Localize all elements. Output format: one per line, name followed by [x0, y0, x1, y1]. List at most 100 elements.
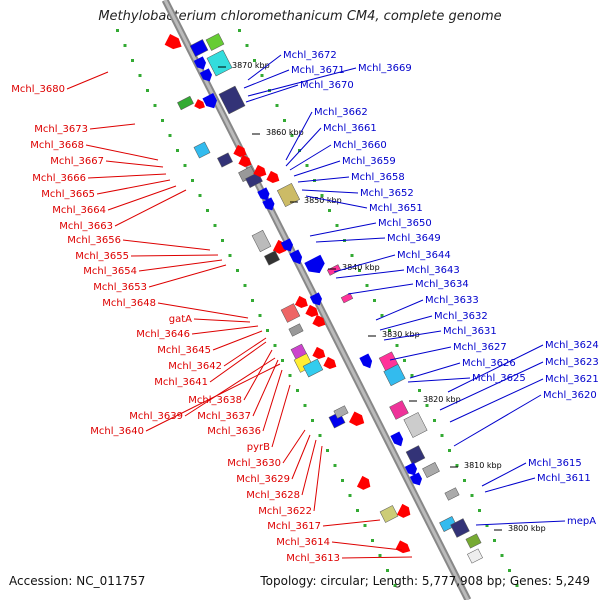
gene-label-plus[interactable]: Mchl_3643 [406, 265, 460, 276]
gene-arrow[interactable] [202, 93, 219, 111]
gene-label-minus[interactable]: Mchl_3668 [30, 140, 84, 151]
gene-label-minus[interactable]: Mchl_3663 [59, 221, 113, 232]
gene-arrow[interactable] [194, 99, 207, 111]
gene-feature[interactable] [280, 303, 301, 323]
gene-feature[interactable] [276, 183, 301, 207]
gene-feature[interactable] [379, 505, 399, 523]
gene-arrow[interactable] [395, 540, 412, 555]
gene-arrow[interactable] [294, 295, 310, 310]
gene-arrow[interactable] [390, 431, 405, 448]
gene-label-minus[interactable]: Mchl_3645 [157, 345, 211, 356]
gene-arrow[interactable] [289, 249, 304, 266]
gene-label-minus[interactable]: Mchl_3638 [188, 395, 242, 406]
gene-feature[interactable] [333, 405, 349, 419]
gene-label-minus[interactable]: Mchl_3622 [258, 506, 312, 517]
gene-feature[interactable] [450, 518, 470, 538]
gene-label-minus[interactable]: Mchl_3646 [136, 329, 190, 340]
gene-label-minus[interactable]: Mchl_3629 [236, 474, 290, 485]
gene-label-plus[interactable]: Mchl_3631 [443, 326, 497, 337]
gene-label-plus[interactable]: Mchl_3644 [397, 250, 451, 261]
gene-feature[interactable] [264, 250, 280, 266]
gene-arrow[interactable] [323, 356, 338, 371]
gene-feature[interactable] [403, 412, 428, 438]
gene-label-plus[interactable]: Mchl_3650 [378, 218, 432, 229]
gene-arrow[interactable] [266, 170, 281, 185]
gene-label-plus[interactable]: mepA [567, 516, 596, 527]
gene-label-plus[interactable]: Mchl_3623 [545, 357, 599, 368]
gene-label-minus[interactable]: gatA [169, 314, 192, 325]
gene-arrow[interactable] [305, 304, 320, 319]
gene-label-plus[interactable]: Mchl_3626 [462, 358, 516, 369]
gene-arrow[interactable] [233, 144, 248, 159]
gene-feature[interactable] [251, 229, 272, 253]
gene-label-minus[interactable]: Mchl_3665 [41, 189, 95, 200]
gene-arrow[interactable] [312, 314, 327, 329]
gene-arrow[interactable] [409, 472, 424, 487]
gene-arrow[interactable] [396, 503, 413, 520]
gene-label-plus[interactable]: Mchl_3621 [545, 374, 599, 385]
gene-label-plus[interactable]: Mchl_3669 [358, 63, 412, 74]
gene-label-minus[interactable]: Mchl_3637 [197, 411, 251, 422]
gene-label-plus[interactable]: Mchl_3615 [528, 458, 582, 469]
gene-label-minus[interactable]: Mchl_3656 [67, 235, 121, 246]
gene-label-plus[interactable]: Mchl_3625 [472, 373, 526, 384]
gene-feature[interactable] [340, 292, 354, 304]
gene-label-plus[interactable]: Mchl_3627 [453, 342, 507, 353]
gene-label-plus[interactable]: Mchl_3661 [323, 123, 377, 134]
gene-arrow[interactable] [404, 462, 419, 477]
gene-feature[interactable] [439, 516, 457, 532]
gene-arrow[interactable] [253, 164, 268, 179]
gene-feature[interactable] [218, 85, 246, 115]
gene-feature[interactable] [193, 141, 211, 159]
gene-feature[interactable] [217, 152, 233, 168]
gene-label-minus[interactable]: Mchl_3613 [286, 553, 340, 564]
gene-arrow[interactable] [312, 346, 327, 361]
gene-label-plus[interactable]: Mchl_3670 [300, 80, 354, 91]
gene-label-minus[interactable]: Mchl_3667 [50, 156, 104, 167]
gene-feature[interactable] [465, 533, 482, 549]
gene-feature[interactable] [177, 95, 194, 111]
gene-label-plus[interactable]: Mchl_3632 [434, 311, 488, 322]
gene-label-minus[interactable]: Mchl_3630 [227, 458, 281, 469]
gene-feature[interactable] [422, 462, 440, 478]
gene-label-minus[interactable]: Mchl_3648 [102, 298, 156, 309]
gene-feature[interactable] [189, 39, 209, 57]
gene-feature[interactable] [467, 548, 483, 564]
gene-feature[interactable] [302, 358, 324, 378]
gene-arrow[interactable] [349, 411, 367, 428]
gene-label-plus[interactable]: Mchl_3652 [360, 188, 414, 199]
gene-feature[interactable] [205, 33, 225, 51]
gene-arrow[interactable] [356, 475, 373, 492]
gene-arrow[interactable] [309, 292, 324, 307]
gene-label-minus[interactable]: Mchl_3666 [32, 173, 86, 184]
gene-label-minus[interactable]: Mchl_3680 [11, 84, 65, 95]
gene-label-plus[interactable]: Mchl_3671 [291, 65, 345, 76]
gene-label-minus[interactable]: Mchl_3636 [207, 426, 261, 437]
gene-arrow[interactable] [199, 68, 214, 83]
gene-label-minus[interactable]: Mchl_3628 [246, 490, 300, 501]
gene-feature[interactable] [326, 264, 342, 276]
gene-label-minus[interactable]: Mchl_3641 [154, 377, 208, 388]
gene-label-plus[interactable]: Mchl_3611 [537, 473, 591, 484]
gene-label-plus[interactable]: Mchl_3662 [314, 107, 368, 118]
gene-label-minus[interactable]: pyrB [247, 442, 270, 453]
gene-label-minus[interactable]: Mchl_3673 [34, 124, 88, 135]
gene-label-plus[interactable]: Mchl_3651 [369, 203, 423, 214]
gene-arrow[interactable] [262, 197, 276, 212]
gene-arrow[interactable] [193, 56, 208, 71]
gene-feature[interactable] [383, 363, 406, 387]
gene-feature[interactable] [389, 400, 409, 420]
gene-feature[interactable] [405, 445, 426, 465]
gene-arrow[interactable] [304, 254, 327, 277]
gene-arrow[interactable] [238, 154, 253, 169]
gene-feature[interactable] [206, 49, 233, 77]
gene-label-minus[interactable]: Mchl_3654 [83, 266, 137, 277]
gene-label-plus[interactable]: Mchl_3649 [387, 233, 441, 244]
gene-label-plus[interactable]: Mchl_3620 [543, 390, 597, 401]
gene-label-minus[interactable]: Mchl_3617 [267, 521, 321, 532]
gene-label-plus[interactable]: Mchl_3633 [425, 295, 479, 306]
gene-label-plus[interactable]: Mchl_3658 [351, 172, 405, 183]
gene-label-minus[interactable]: Mchl_3655 [75, 251, 129, 262]
gene-feature[interactable] [288, 323, 304, 337]
gene-label-minus[interactable]: Mchl_3614 [276, 537, 330, 548]
